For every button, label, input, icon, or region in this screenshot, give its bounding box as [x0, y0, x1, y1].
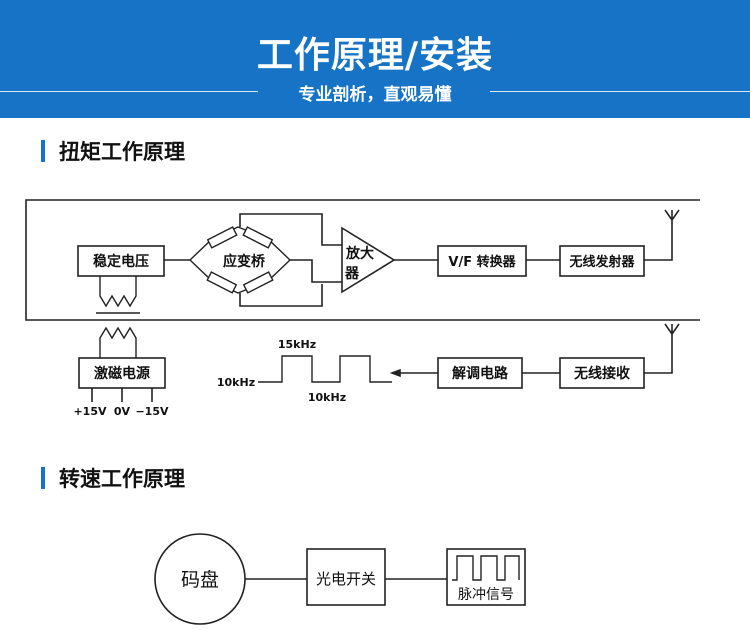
rotor-enclosure: [25, 199, 700, 321]
pulse-waveform: [452, 555, 520, 581]
subtitle-divider-right: [490, 91, 750, 92]
wire-bridge-amp-top: [239, 213, 342, 246]
power-label-minus: −15V: [135, 405, 169, 418]
vf-box: [437, 245, 527, 277]
page-subtitle: 专业剖析，直观易懂: [298, 85, 452, 105]
power-label-plus: +15V: [73, 405, 107, 418]
frequency-waveform: [258, 355, 392, 383]
receiver-box: [559, 357, 645, 389]
excitation-label: 激磁电源: [94, 365, 150, 382]
vf-label: V/F 转换器: [448, 254, 516, 270]
signal-arrowhead: [389, 368, 401, 378]
section-accent-bar: [41, 467, 45, 489]
freq-label-low-bottom: 10kHz: [308, 391, 346, 404]
photo-switch-label: 光电开关: [316, 570, 376, 588]
tx-antenna-icon: [664, 209, 680, 221]
amplifier-triangle: [341, 226, 396, 294]
strain-bridge: [189, 226, 291, 294]
page-title: 工作原理/安装: [256, 35, 494, 76]
wire-rx-antenna: [644, 334, 673, 374]
amplifier-label-line2: 器: [344, 266, 360, 282]
regulator-box: [77, 245, 165, 277]
encoder-label: 码盘: [181, 569, 219, 591]
speed-section-title: 转速工作原理: [59, 467, 185, 491]
power-label-zero: 0V: [114, 405, 131, 418]
regulator-label: 稳定电压: [93, 253, 149, 270]
rx-antenna-icon: [664, 323, 680, 335]
demodulator-box: [437, 357, 523, 389]
transmitter-box: [559, 245, 645, 277]
pulse-signal-box: [446, 548, 526, 606]
torque-section-heading: 扭矩工作原理: [41, 138, 185, 164]
torque-section-title: 扭矩工作原理: [59, 140, 185, 164]
section-accent-bar: [41, 140, 45, 162]
demodulator-label: 解调电路: [452, 365, 509, 382]
speed-section-heading: 转速工作原理: [41, 465, 185, 491]
wire-bridge-amp-right: [290, 259, 342, 283]
header-banner: 工作原理/安装 专业剖析，直观易懂: [0, 0, 750, 118]
photo-switch-box: [306, 548, 386, 606]
bridge-label: 应变桥: [223, 253, 266, 270]
amplifier-label-line1: 放大: [345, 245, 374, 262]
wire-tx-antenna: [644, 220, 673, 261]
pulse-signal-label: 脉冲信号: [458, 587, 514, 603]
wire-bridge-amp-bottom: [239, 284, 323, 307]
subtitle-divider-left: [0, 91, 258, 92]
transmitter-label: 无线发射器: [568, 254, 635, 270]
freq-label-low-left: 10kHz: [217, 376, 255, 389]
receiver-label: 无线接收: [573, 365, 631, 382]
rotary-transformer: [96, 276, 140, 358]
freq-label-high: 15kHz: [278, 338, 316, 351]
